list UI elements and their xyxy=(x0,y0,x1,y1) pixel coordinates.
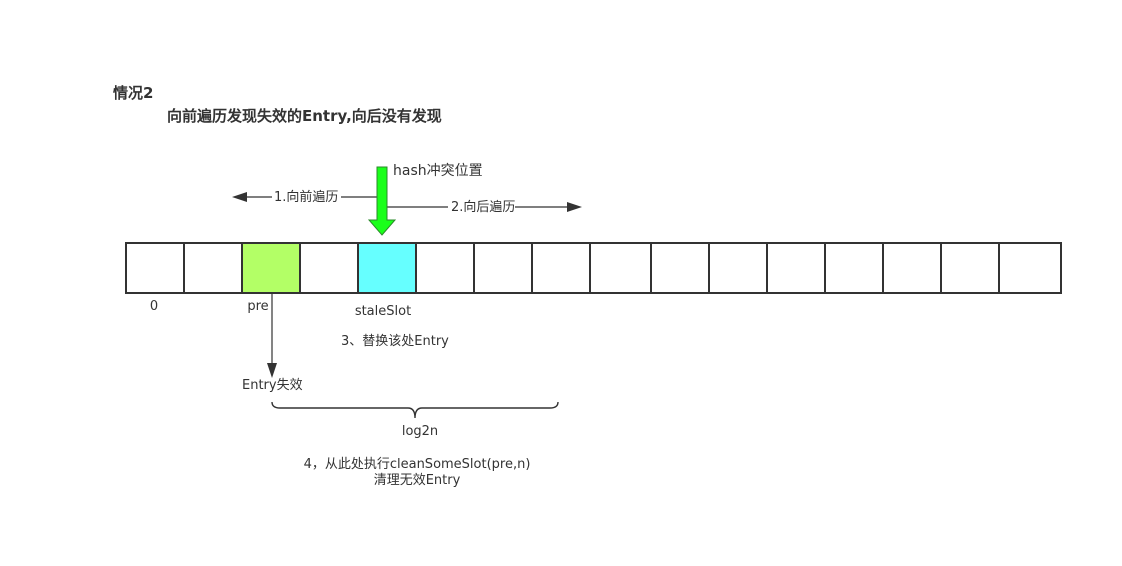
slot-staleslot xyxy=(359,244,417,292)
slot-11 xyxy=(768,244,826,292)
slot-13 xyxy=(884,244,942,292)
backward-arrow xyxy=(232,192,380,202)
entry-invalid-label: Entry失效 xyxy=(242,378,303,393)
slot-6 xyxy=(475,244,533,292)
slot-1 xyxy=(185,244,243,292)
backward-traverse-label: 1.向前遍历 xyxy=(274,190,339,205)
replace-step-label: 3、替换该处Entry xyxy=(341,334,449,349)
case-description: 向前遍历发现失效的Entry,向后没有发现 xyxy=(167,107,442,125)
slot-3 xyxy=(301,244,359,292)
slot-15 xyxy=(1000,244,1060,292)
pre-label: pre xyxy=(247,299,269,314)
index-zero-label: 0 xyxy=(149,299,159,314)
slot-5 xyxy=(417,244,475,292)
slot-14 xyxy=(942,244,1000,292)
slot-9 xyxy=(652,244,710,292)
clean-step-line2: 清理无效Entry xyxy=(373,473,461,488)
clean-step-note: 4，从此处执行cleanSomeSlot(pre,n) 清理无效Entry xyxy=(304,457,531,489)
log2n-brace xyxy=(271,401,559,419)
slot-10 xyxy=(710,244,768,292)
entry-slot-array xyxy=(125,242,1062,294)
slot-12 xyxy=(826,244,884,292)
case-title: 情况2 xyxy=(113,84,154,102)
clean-step-line1: 4，从此处执行cleanSomeSlot(pre,n) xyxy=(303,457,531,472)
stale-slot-label: staleSlot xyxy=(354,304,412,319)
hash-position-label: hash冲突位置 xyxy=(393,163,483,179)
slot-8 xyxy=(591,244,652,292)
hash-collision-arrow xyxy=(367,166,397,236)
log2n-label: log2n xyxy=(401,424,439,439)
slot-pre xyxy=(243,244,301,292)
pre-down-arrow xyxy=(267,294,277,378)
slot-7 xyxy=(533,244,591,292)
slot-0 xyxy=(127,244,185,292)
forward-traverse-label: 2.向后遍历 xyxy=(451,200,516,215)
forward-arrow xyxy=(387,202,582,212)
